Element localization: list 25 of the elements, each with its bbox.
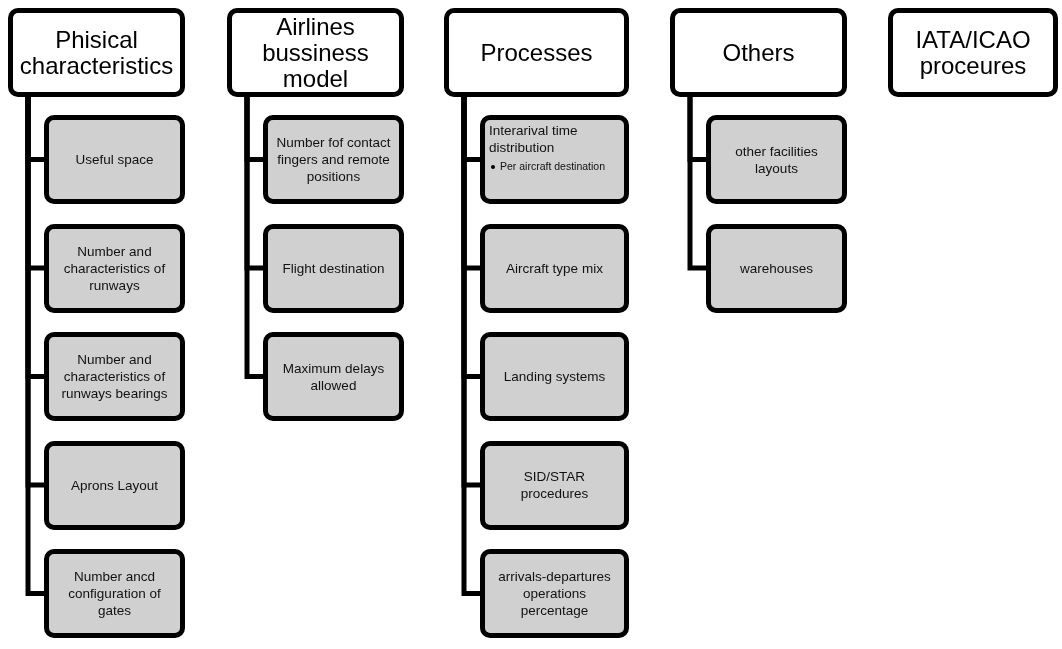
item-box: Interarival time distribution Per aircraft destination [480, 115, 629, 204]
category-box: Phisical characteristics [8, 8, 185, 97]
item-box: Number and characteristics of runways [44, 223, 185, 313]
item-box: other facilities layouts [706, 115, 847, 204]
item-box: warehouses [706, 223, 847, 313]
item-box: Number and characteristics of runways bearings [44, 332, 185, 421]
item-box: Aprons Layout [44, 440, 185, 530]
connector-line [244, 97, 263, 379]
bullet-text: Per aircraft destination [500, 160, 606, 173]
connector-line [461, 97, 480, 596]
item-box: Flight destination [263, 223, 404, 313]
connector-line [25, 97, 44, 596]
item-box: Landing systems [480, 332, 629, 421]
item-box: Maximum delays allowed [263, 332, 404, 421]
category-box: IATA/ICAO proceures [888, 8, 1058, 97]
category-box: Processes [444, 8, 629, 97]
item-box: SID/STAR procedures [480, 440, 629, 530]
item-box: arrivals-departures operations percentage [480, 549, 629, 638]
item-box: Number fof contact fingers and remote positions [263, 115, 404, 204]
item-box: Number ancd configuration of gates [44, 549, 185, 638]
category-box: Airlines bussiness model [227, 8, 404, 97]
item-box: Useful space [44, 115, 185, 204]
connector-line [687, 97, 706, 271]
item-box: Aircraft type mix [480, 223, 629, 313]
category-box: Others [670, 8, 847, 97]
